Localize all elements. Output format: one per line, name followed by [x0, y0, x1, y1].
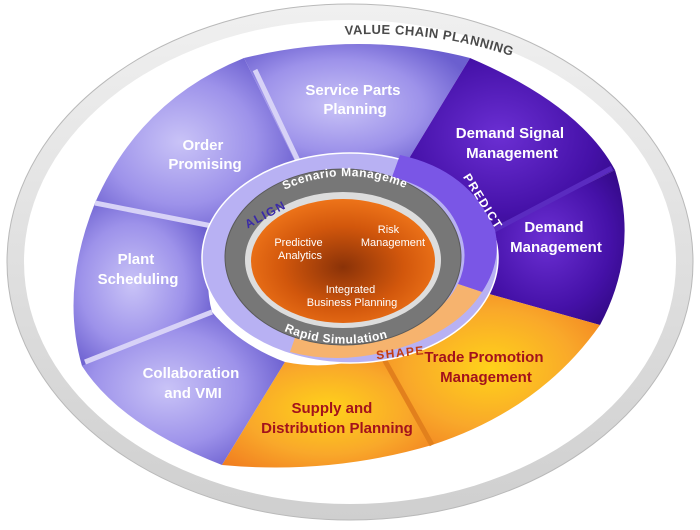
predict-ring-band: [392, 155, 497, 292]
shape-group-label: SHAPE: [375, 343, 425, 362]
risk-management-label: Risk Management: [361, 224, 425, 249]
service-parts-planning-label: Service Parts Planning: [305, 82, 404, 118]
plant-scheduling-label: Plant Scheduling: [98, 251, 179, 288]
segment-demand-management[interactable]: [482, 170, 625, 325]
align-segment-group: [73, 44, 470, 465]
segment-trade-promotion-management[interactable]: [380, 292, 600, 445]
divider: [377, 350, 435, 447]
order-promising-label: Order Promising: [168, 137, 241, 173]
demand-signal-management-label: Demand Signal Management: [456, 125, 569, 162]
divider: [84, 309, 213, 365]
core-circle: [251, 199, 435, 323]
collaboration-vmi-label: Collaboration and VMI: [143, 365, 244, 402]
shape-segment-group: [222, 292, 600, 468]
segment-supply-distribution-planning[interactable]: [222, 352, 432, 468]
supply-distribution-planning-label: Supply and Distribution Planning: [261, 400, 413, 437]
segment-service-parts-planning[interactable]: [244, 44, 470, 167]
trade-promotion-management-label: Trade Promotion Management: [424, 349, 547, 386]
divider: [94, 200, 213, 229]
demand-management-label: Demand Management: [510, 219, 602, 256]
predictive-analytics-label: Predictive Analytics: [274, 237, 325, 262]
divider: [252, 68, 303, 167]
segment-collaboration-vmi[interactable]: [82, 312, 285, 465]
divider: [492, 165, 614, 233]
integrated-business-planning-label: Integrated Business Planning: [307, 284, 398, 309]
